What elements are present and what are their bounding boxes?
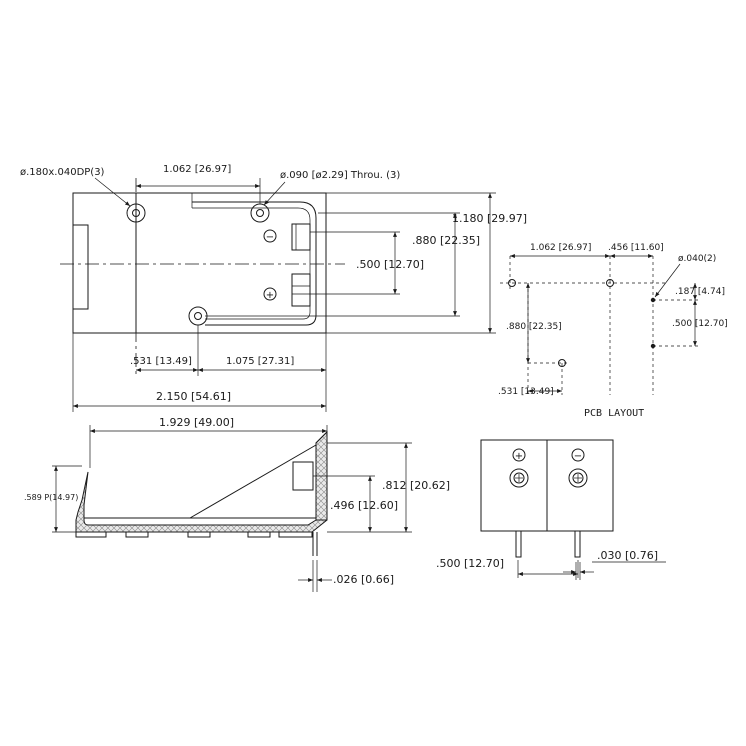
pcb-dim-0187-label: .187 [4.74] [675, 287, 725, 297]
end-terminal-left [509, 468, 529, 488]
pcb-dim-1062-label: 1.062 [26.97] [530, 243, 591, 253]
end-terminal-left-inner [513, 472, 525, 484]
end-dim-0030-label: .030 [0.76] [597, 549, 658, 562]
end-minus-marker [571, 448, 585, 462]
foot-1 [75, 531, 107, 538]
spring-clip-outline [192, 201, 317, 326]
foot-5 [278, 531, 313, 538]
side-view: 1.929 [49.00] .589 P(14.97) .812 [20.62]… [24, 416, 450, 592]
hole-spec-label: ø.180x.040DP(3) [20, 167, 105, 178]
pcb-layout-view: 1.062 [26.97] .456 [11.60] ø.040(2) .187… [498, 243, 728, 419]
pcb-dim-0500-label: .500 [12.70] [672, 319, 728, 329]
contact-slot-left [72, 224, 89, 310]
pcb-pin-hole-2 [650, 343, 656, 349]
end-dim-0500-label: .500 [12.70] [436, 557, 504, 570]
end-plus-icon: + [515, 451, 523, 462]
pcb-layout-title: PCB LAYOUT [584, 408, 644, 419]
end-view: + − .500 [12.70] .030 [0.76] [436, 439, 666, 580]
plus-marker [263, 287, 277, 301]
end-pin-right [574, 530, 581, 558]
pcb-hole-3 [558, 359, 566, 367]
pcb-pin-hole-1 [650, 297, 656, 303]
pcb-leader-hole-spec [654, 263, 681, 298]
pcb-hole-1 [508, 279, 516, 287]
minus-marker [263, 229, 277, 243]
end-terminal-right-inner [572, 472, 584, 484]
mount-hole-2 [250, 203, 270, 223]
mount-hole-3-thru [194, 312, 202, 320]
foot-2 [125, 531, 149, 538]
plus-icon: + [266, 290, 274, 301]
side-body-section [75, 430, 328, 533]
foot-3 [187, 531, 211, 538]
mount-hole-3 [188, 306, 208, 326]
dim-0812-label: .812 [20.62] [382, 479, 450, 492]
mount-hole-1-thru [132, 209, 140, 217]
dim-0880-label: .880 [22.35] [412, 234, 480, 247]
pcb-dim-0880-label: .880 [22.35] [506, 322, 562, 332]
side-terminal [292, 461, 314, 491]
end-plus-marker [512, 448, 526, 462]
dim-2150-label: 2.150 [54.61] [156, 390, 231, 403]
thru-spec-label: ø.090 [ø2.29] Throu. (3) [280, 170, 400, 181]
dim-1062-label: 1.062 [26.97] [163, 164, 231, 175]
pcb-dim-0531-label: .531 [13.49] [498, 387, 554, 397]
pcb-hole-2 [606, 279, 614, 287]
positive-terminal [291, 273, 311, 307]
holder-outline [72, 192, 327, 334]
dim-0026-label: .026 [0.66] [333, 573, 394, 586]
end-pin-left [515, 530, 522, 558]
top-view: − + ø.180x.040DP(3) 1.062 [26.97] ø.090 … [20, 164, 527, 412]
dim-1180-label: 1.180 [29.97] [452, 212, 527, 225]
end-terminal-right [568, 468, 588, 488]
dim-0531-label: .531 [13.49] [130, 356, 192, 367]
incline-line [189, 444, 317, 519]
dim-0500-label: .500 [12.70] [356, 258, 424, 271]
leader-hole-spec [94, 177, 131, 207]
leader-thru-spec [263, 181, 286, 206]
end-minus-icon: − [574, 451, 582, 462]
negative-terminal [291, 223, 311, 251]
minus-icon: − [266, 232, 274, 243]
mount-hole-2-thru [256, 209, 264, 217]
mount-hole-1 [126, 203, 146, 223]
dim-1075-label: 1.075 [27.31] [226, 356, 294, 367]
spring-clip-inner [192, 207, 311, 320]
pcb-dim-0456-label: .456 [11.60] [608, 243, 664, 253]
foot-4 [247, 531, 271, 538]
dim-0496-label: .496 [12.60] [330, 499, 398, 512]
dim-0589-label: .589 P(14.97) [24, 493, 78, 502]
pcb-hole-spec-label: ø.040(2) [678, 254, 716, 264]
dim-1929-label: 1.929 [49.00] [159, 416, 234, 429]
